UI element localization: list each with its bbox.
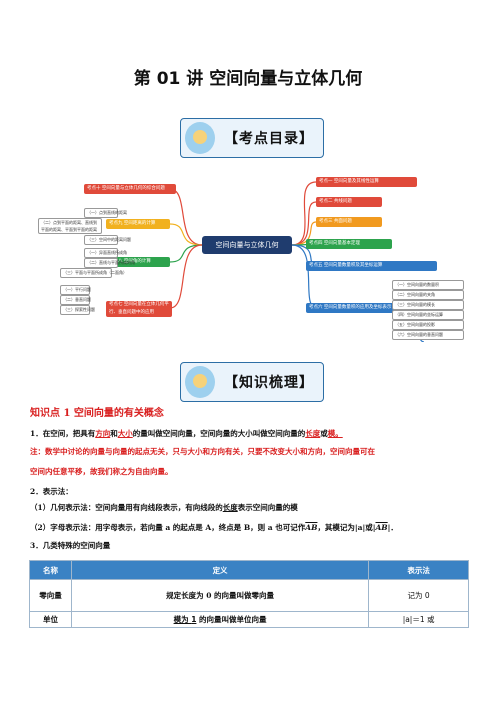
mindmap-sub-l8-3: （三）平面与平面所成角（二面角） [60,268,127,278]
special-vectors-table: 名称 定义 表示法 零向量 规定长度为 0 的向量叫做零向量 记为 0 单位 模… [29,560,469,628]
catalog-banner: 【考点目录】 [180,118,324,158]
paragraph-4: （2）字母表示法：用字母表示，若向量 a 的起点是 A，终点是 B，则 a 也可… [30,522,470,534]
mindmap-node-r1: 考点一 空间向量及其线性运算 [316,177,417,187]
mindmap-sub-r6-3: （三）空间向量的模长 [392,300,464,310]
vector-ab: AB [305,523,318,532]
mindmap-sub-l7-2: （二）垂直问题 [60,295,91,305]
text: 1 [191,615,197,624]
mindmap-node-l7: 考点七 空间向量在立体几何平行、垂直问题中的应用 [106,301,172,317]
keyword-modulus: 模。 [327,429,343,438]
table-cell-name: 单位 [29,611,72,628]
knowledge-banner-label: 【知识梳理】 [224,375,314,391]
text: 规定长度为 [166,591,207,600]
text: 0 [206,591,212,600]
mindmap-node-l10: 考点十 空间向量与立体几何的综合问题 [84,184,176,194]
mindmap-sub-r6-1: （一）空间向量的数量积 [392,280,464,290]
mindmap-node-r6: 考点六 空间向量数量积的应用及坐标表示 [306,303,417,313]
paragraph-1: 1．在空间，把具有方向和大小的量叫做空间向量，空间向量的大小叫做空间向量的长度或… [30,428,470,440]
paragraph-3: （1）几何表示法：空间向量用有向线段表示，有向线段的长度表示空间向量的模 [30,502,470,514]
text: |． [387,523,398,532]
text: 表示空间向量的模 [237,503,298,512]
table-cell-representation: 记为 0 [368,579,469,612]
text: （2）字母表示法：用字母表示，若向量 a 的起点是 A，终点是 B，则 a 也可… [30,523,306,532]
mindmap-sub-l7-3: （三）探索性问题 [60,305,95,315]
keyword-length: 长度 [222,503,238,512]
note-line-2: 空间内任意平移，故我们称之为自由向量。 [30,467,173,476]
mindmap-sub-l9-3: （三）空间中的距离问题 [84,235,131,245]
table-header: 定义 [70,560,370,580]
text: 或 [320,429,328,438]
mindmap-node-r5: 考点五 空间向量数量积及其坐标运算 [306,261,437,271]
table-cell-definition: 模为 1 的向量叫做单位向量 [70,611,370,628]
text: 的量叫做空间向量，空间向量的大小叫做空间向量的 [132,429,306,438]
section-heading: 知识点 1 空间向量的有关概念 [30,408,164,419]
mindmap-sub-r6-4: （四）空间向量的坐标运算 [392,310,464,320]
table-header: 表示法 [368,560,469,580]
mindmap-sub-l8-1: （一）异面直线所成角 [84,248,127,258]
keyword-direction: 方向 [95,429,111,438]
knowledge-banner: 【知识梳理】 [180,362,324,402]
mindmap-sub-l9-1: （一）点到直线的距离 [84,208,127,218]
mindmap-sub-r6-5: （五）空间向量的投影 [392,320,464,330]
table-cell-name: 零向量 [29,579,72,612]
mindmap-node-r2: 考点二 共线问题 [316,197,382,207]
text: 1．在空间，把具有 [30,429,96,438]
mindmap-sub-r6-2: （二）空间向量的夹角 [392,290,464,300]
page-title: 第 01 讲 空间向量与立体几何 [133,69,363,89]
table-cell-representation: |a|＝1 或 [368,611,469,628]
cartoon-icon [185,122,215,154]
mindmap-sub-l8-2: （二）直线与平面所成的角 [84,258,135,268]
mindmap-sub-l7-1: （一）平行问题 [60,285,91,295]
text: 的向量叫做单位向量 [196,615,267,624]
mindmap: 空间向量与立体几何 考点一 空间向量及其线性运算 考点二 共线问题 考点三 共面… [30,162,466,342]
text: ，其模记为|a|或| [317,523,376,532]
mindmap-node-l8: 考点八 空间角的计算 [106,257,170,267]
note-line-1: 注：数学中讨论的向量与向量的起点无关，只与大小和方向有关，只要不改变大小和方向，… [30,447,375,456]
table-header-row: 名称 定义 表示法 [29,560,469,580]
text: 和 [110,429,118,438]
text: （1）几何表示法：空间向量用有向线段表示，有向线段的 [30,503,223,512]
mindmap-node-r4: 考点四 空间向量基本定理 [306,239,392,249]
mindmap-node-l9: 考点九 空间距离的计算 [106,219,170,229]
mindmap-center: 空间向量与立体几何 [202,236,292,254]
mindmap-sub-r6-6: （六）空间向量的垂直问题 [392,330,464,340]
keyword-length: 长度 [305,429,321,438]
cartoon-icon [185,366,215,398]
table-row: 单位 模为 1 的向量叫做单位向量 |a|＝1 或 [29,611,469,628]
table-header: 名称 [29,560,72,580]
table-cell-definition: 规定长度为 0 的向量叫做零向量 [70,579,370,612]
table-row: 零向量 规定长度为 0 的向量叫做零向量 记为 0 [29,579,469,612]
text: 模为 [173,615,192,624]
catalog-banner-label: 【考点目录】 [224,131,314,147]
paragraph-5: 3．几类特殊的空间向量 [30,541,111,550]
text: 的向量叫做零向量 [211,591,275,600]
mindmap-sub-l9-2: （二）点到平面的距离、直线到平面的距离、平面到平面的距离 [38,218,102,234]
paragraph-2: 2．表示法： [30,487,73,496]
vector-ab: AB [375,523,388,532]
keyword-magnitude: 大小 [117,429,133,438]
mindmap-node-r3: 考点三 共面问题 [316,217,382,227]
